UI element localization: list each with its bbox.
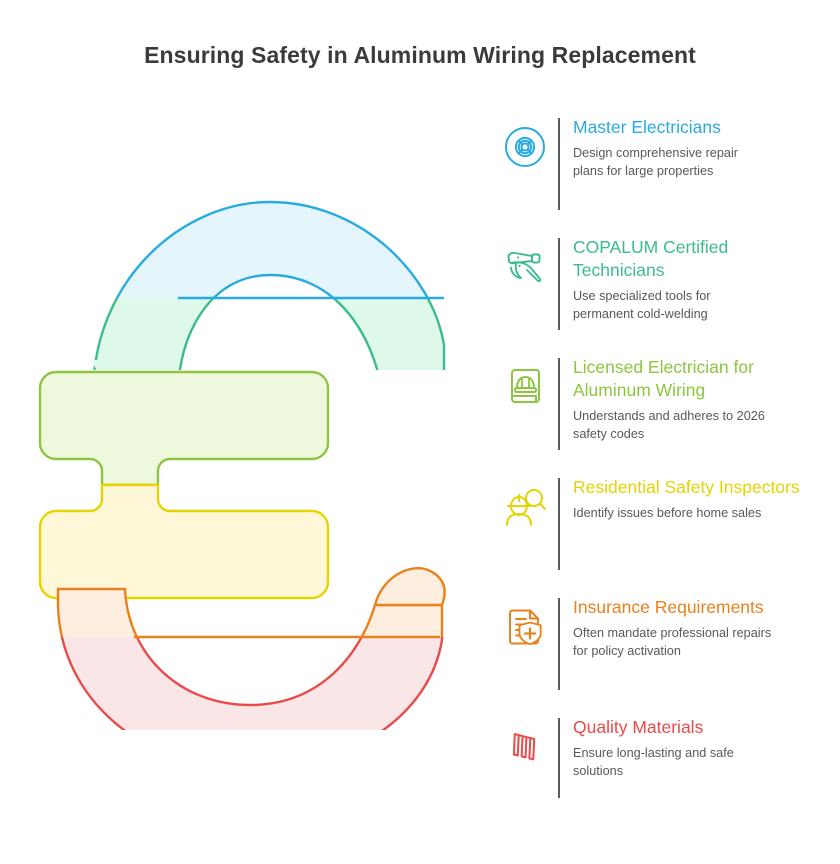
codebook-hardhat-icon	[511, 369, 540, 403]
text-cell: COPALUM Certified Technicians Use specia…	[573, 232, 822, 323]
band-yellow	[38, 483, 330, 600]
text-cell: Master Electricians Design comprehensive…	[573, 112, 822, 180]
list-item-quality-materials[interactable]: Quality Materials Ensure long-lasting an…	[492, 712, 822, 812]
text-cell: Licensed Electrician for Aluminum Wiring…	[573, 352, 822, 443]
band-orange	[56, 567, 446, 637]
icon-cell	[492, 232, 558, 289]
item-divider	[558, 238, 560, 330]
item-divider	[558, 598, 560, 690]
text-cell: Quality Materials Ensure long-lasting an…	[573, 712, 822, 780]
item-description: Use specialized tools for permanent cold…	[573, 289, 711, 321]
item-divider	[558, 478, 560, 570]
icon-cell	[492, 352, 558, 409]
list-item-licensed-electrician[interactable]: Licensed Electrician for Aluminum Wiring…	[492, 352, 822, 472]
icon-cell	[492, 472, 558, 529]
item-description: Identify issues before home sales	[573, 506, 762, 520]
item-heading: Licensed Electrician for Aluminum Wiring	[573, 357, 754, 400]
band-green	[93, 298, 446, 370]
item-description: Often mandate professional repairs for p…	[573, 626, 772, 658]
crimping-pliers-icon	[507, 251, 542, 283]
list-item-master-electricians[interactable]: Master Electricians Design comprehensive…	[492, 112, 822, 232]
icon-cell	[492, 712, 558, 769]
item-heading: Insurance Requirements	[573, 597, 764, 617]
band-red	[60, 637, 444, 730]
item-divider	[558, 118, 560, 210]
letter-e-banded-glyph	[38, 200, 446, 730]
item-divider	[558, 358, 560, 450]
item-heading: COPALUM Certified Technicians	[573, 237, 729, 280]
page-title: Ensuring Safety in Aluminum Wiring Repla…	[144, 42, 696, 68]
item-heading: Quality Materials	[573, 717, 704, 737]
list-item-copalum-technicians[interactable]: COPALUM Certified Technicians Use specia…	[492, 232, 822, 352]
item-divider	[558, 718, 560, 798]
document-shield-icon	[509, 609, 542, 646]
item-description: Understands and adheres to 2026 safety c…	[573, 409, 765, 441]
item-heading: Master Electricians	[573, 117, 721, 137]
item-description: Design comprehensive repair plans for la…	[573, 146, 739, 178]
item-heading: Residential Safety Inspectors	[573, 477, 800, 497]
list-item-insurance-requirements[interactable]: Insurance Requirements Often mandate pro…	[492, 592, 822, 712]
inspector-magnifier-icon	[506, 489, 546, 526]
band-lime	[38, 370, 330, 487]
band-green-stems	[93, 360, 178, 369]
item-description: Ensure long-lasting and safe solutions	[573, 746, 734, 778]
wheel-hub-icon	[505, 127, 545, 167]
letter-e-illustration	[30, 185, 480, 730]
wire-coil-icon	[512, 733, 536, 761]
text-cell: Residential Safety Inspectors Identify i…	[573, 472, 822, 523]
icon-cell	[492, 112, 558, 169]
text-cell: Insurance Requirements Often mandate pro…	[573, 592, 822, 660]
list-item-safety-inspectors[interactable]: Residential Safety Inspectors Identify i…	[492, 472, 822, 592]
topic-list: Master Electricians Design comprehensive…	[492, 112, 822, 812]
icon-cell	[492, 592, 558, 649]
band-blue	[115, 200, 429, 298]
